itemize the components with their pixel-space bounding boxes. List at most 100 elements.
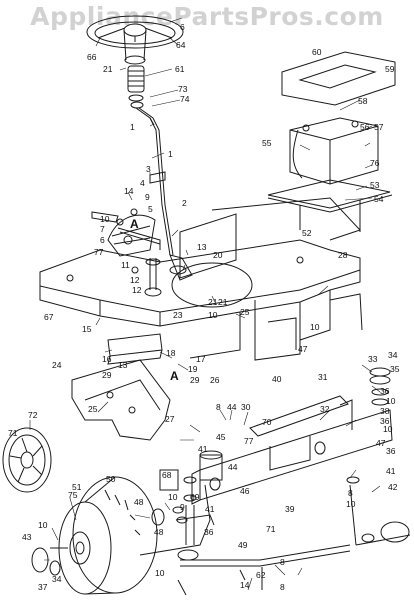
callout-label: 10 <box>100 214 110 224</box>
wheel-rim-left <box>2 427 52 493</box>
callout-label: 54 <box>374 194 384 204</box>
callout-label: 35 <box>390 364 400 374</box>
callout-label: 10 <box>310 322 320 332</box>
pivot-bracket <box>91 171 166 250</box>
section-letter-a-lower: A <box>170 369 179 383</box>
callout-label: 70 <box>262 417 272 427</box>
callout-label: 15 <box>82 324 92 334</box>
callout-label: 25 <box>240 307 250 317</box>
callout-label: 48 <box>134 497 144 507</box>
steering-wheel <box>86 15 184 65</box>
callout-label: 5 <box>148 204 153 214</box>
callout-label: 1 <box>168 149 173 159</box>
callout-label: 75 <box>68 490 78 500</box>
callout-label: 2 <box>182 198 187 208</box>
axle-support-bracket <box>71 359 171 441</box>
callout-label: 56 <box>360 122 370 132</box>
callout-label: 76 <box>370 158 380 168</box>
callout-label: 10 <box>386 396 396 406</box>
callout-label: 77 <box>94 247 104 257</box>
callout-label: 67 <box>44 312 54 322</box>
callout-label: 41 <box>386 466 396 476</box>
callout-label: 19 <box>188 364 198 374</box>
callout-label: 10 <box>208 310 218 320</box>
callout-label: 37 <box>38 582 48 592</box>
callout-label: 9 <box>180 502 185 512</box>
callout-label: 61 <box>175 64 185 74</box>
pivot-stack <box>339 367 391 430</box>
callout-label: 47 <box>298 344 308 354</box>
callout-label: 11 <box>121 260 130 270</box>
front-axle <box>191 395 393 505</box>
callout-label: 53 <box>370 180 380 190</box>
callout-label: 34 <box>388 350 398 360</box>
callout-label: 12 <box>132 285 142 295</box>
callout-label: 26 <box>210 375 220 385</box>
callout-label: 73 <box>178 84 188 94</box>
callout-label: 10 <box>346 499 356 509</box>
callout-label: 8 <box>216 402 221 412</box>
callout-label: 50 <box>106 474 116 484</box>
leader-lines <box>29 17 381 591</box>
tie-rod <box>180 544 351 590</box>
callout-label: 39 <box>285 504 295 514</box>
battery-cover <box>281 51 396 106</box>
callout-label: 62 <box>256 570 266 580</box>
callout-label: 13 <box>118 360 128 370</box>
callout-label: 16 <box>102 354 112 364</box>
callout-label: 36 <box>386 446 396 456</box>
bushing-block <box>199 450 223 481</box>
callout-label: 36 <box>380 416 390 426</box>
callout-label: 38 <box>380 406 390 416</box>
callout-label: 23 <box>173 310 183 320</box>
callout-label: 14 <box>240 580 250 590</box>
section-letter-a-upper: A <box>130 217 139 231</box>
callout-label: 64 <box>176 40 186 50</box>
callout-label: 51 <box>72 482 82 492</box>
callout-label: 20 <box>213 250 223 260</box>
callout-label: 6 <box>100 235 105 245</box>
callout-label: 44 <box>227 402 237 412</box>
callout-label: 40 <box>272 374 282 384</box>
hub-parts <box>31 508 165 576</box>
callout-label: 44 <box>228 462 238 472</box>
callout-label: 10 <box>155 568 165 578</box>
callout-label: 8 <box>280 582 285 592</box>
callout-label: 42 <box>388 482 398 492</box>
callout-label: 21 <box>218 297 228 307</box>
callout-label: 31 <box>318 372 328 382</box>
callout-label: 32 <box>320 404 330 414</box>
callout-label: 57 <box>374 122 384 132</box>
spacer-block <box>159 469 188 524</box>
callout-label: 74 <box>180 94 190 104</box>
callout-label: 29 <box>102 370 112 380</box>
callout-label: 41 <box>198 444 208 454</box>
callout-label: 66 <box>87 52 97 62</box>
callout-label: 21 <box>103 64 113 74</box>
callout-label: 60 <box>312 47 322 57</box>
steering-sector-gear <box>107 214 193 297</box>
callout-label: 69 <box>190 492 200 502</box>
callout-label: 10 <box>383 424 393 434</box>
watermark: AppliancePartsPros.com <box>30 2 384 31</box>
callout-label: 71 <box>8 428 18 438</box>
callout-label: 55 <box>262 138 272 148</box>
left-spindle <box>177 476 199 596</box>
callout-label: 24 <box>52 360 62 370</box>
callout-label: 47 <box>376 438 386 448</box>
callout-label: 71 <box>266 524 276 534</box>
callout-label: 6 <box>180 22 185 32</box>
callout-label: 8 <box>348 488 353 498</box>
steering-spring <box>127 65 145 109</box>
rear-plate <box>179 197 361 279</box>
callout-label: 13 <box>197 242 207 252</box>
callout-label: 36 <box>380 386 390 396</box>
callout-label: 3 <box>146 164 151 174</box>
callout-label: 45 <box>216 432 226 442</box>
callout-label: 28 <box>338 250 348 260</box>
frame <box>39 239 363 361</box>
callout-label: 10 <box>168 492 178 502</box>
callout-label: 43 <box>22 532 32 542</box>
